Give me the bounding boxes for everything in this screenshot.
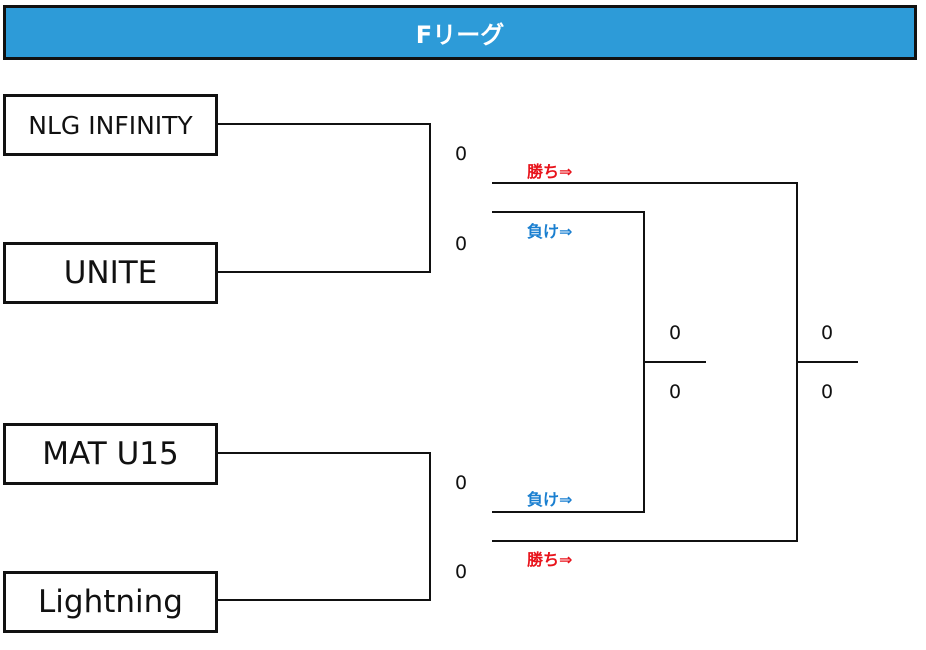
score: 0 xyxy=(669,322,682,344)
score: 0 xyxy=(455,233,468,255)
team-box: UNITE xyxy=(3,242,218,304)
win-label: 勝ち⇒ xyxy=(527,550,573,569)
lose-label: 負け⇒ xyxy=(527,490,573,509)
bracket-line-bottom-pair xyxy=(217,452,431,601)
team-box: NLG INFINITY xyxy=(3,94,218,156)
bracket-line-losers xyxy=(492,211,645,513)
score: 0 xyxy=(821,381,834,403)
lose-label: 負け⇒ xyxy=(527,222,573,241)
win-label: 勝ち⇒ xyxy=(527,162,573,181)
score: 0 xyxy=(455,143,468,165)
score: 0 xyxy=(455,561,468,583)
team-box: MAT U15 xyxy=(3,423,218,485)
bracket-line-top-pair xyxy=(217,123,431,273)
score: 0 xyxy=(669,381,682,403)
league-title: Fリーグ xyxy=(3,5,917,60)
score: 0 xyxy=(821,322,834,344)
score: 0 xyxy=(455,472,468,494)
team-box: Lightning xyxy=(3,571,218,633)
